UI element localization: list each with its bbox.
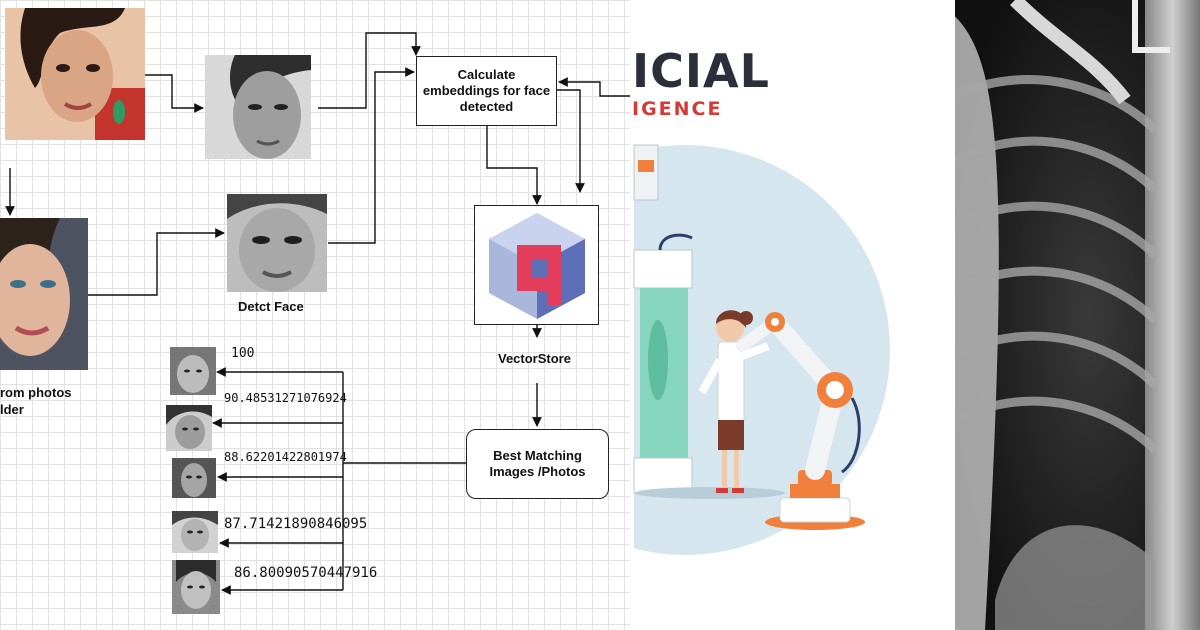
vector-store-logo-icon [488, 213, 585, 319]
connector-lines [5, 32, 630, 595]
face-search-diagram: rom photos lder Detct Face Calculate emb… [0, 0, 630, 630]
score-4: 87.71421890846095 [224, 516, 368, 532]
robot-arm-icon [736, 312, 865, 530]
vector-store-box [474, 205, 599, 325]
score-3: 88.62201422801974 [224, 450, 347, 464]
source-photo-2 [0, 218, 88, 370]
ai-illustration [630, 140, 890, 560]
vector-store-label: VectorStore [498, 351, 571, 366]
calc-line-1: Calculate [457, 67, 516, 82]
best-matching-box: Best Matching Images /Photos [466, 429, 609, 499]
ai-banner-panel: ICIAL IGENCE [630, 0, 955, 630]
scientist-icon [698, 310, 770, 493]
source-label-line-2: lder [0, 402, 24, 417]
score-2: 90.48531271076924 [224, 391, 347, 405]
detect-face-label: Detct Face [238, 299, 304, 314]
arrow-face1-to-crop1 [145, 74, 204, 113]
ai-title-line-2: IGENCE [632, 98, 723, 120]
best-line-1: Best Matching [493, 448, 582, 463]
score-1: 100 [231, 346, 255, 361]
ai-title-line-1: ICIAL [632, 44, 770, 98]
result-thumb-2 [166, 405, 212, 451]
chest-xray-panel [955, 0, 1200, 630]
calculate-embeddings-box: Calculate embeddings for face detected [416, 56, 557, 126]
result-thumb-3 [172, 458, 216, 498]
result-thumb-5 [172, 560, 220, 614]
arrow-calc-to-store-2 [556, 89, 585, 193]
score-5: 86.80090570447916 [234, 565, 378, 581]
best-line-2: Images /Photos [489, 464, 586, 479]
specimen-tube-icon [633, 233, 693, 494]
arrow-ai-to-calc [558, 77, 630, 97]
calc-line-3: detected [459, 99, 514, 114]
arrow-calc-to-store [486, 126, 542, 205]
calc-line-2: embeddings for face [422, 83, 551, 98]
detected-face-crop-1 [205, 55, 311, 159]
result-thumb-4 [172, 511, 218, 553]
lab-device [633, 144, 659, 201]
result-thumb-1 [170, 347, 216, 395]
source-photo-1 [5, 8, 145, 140]
arrow-crop1-to-calc [318, 32, 421, 109]
source-label-line-1: rom photos [0, 385, 72, 400]
source-folder-label: rom photos lder [0, 384, 72, 418]
arrow-face2-to-crop2 [88, 228, 225, 296]
chest-xray-image [955, 0, 1200, 630]
arrow-crop2-to-calc [328, 67, 415, 244]
detected-face-crop-2 [227, 194, 327, 292]
